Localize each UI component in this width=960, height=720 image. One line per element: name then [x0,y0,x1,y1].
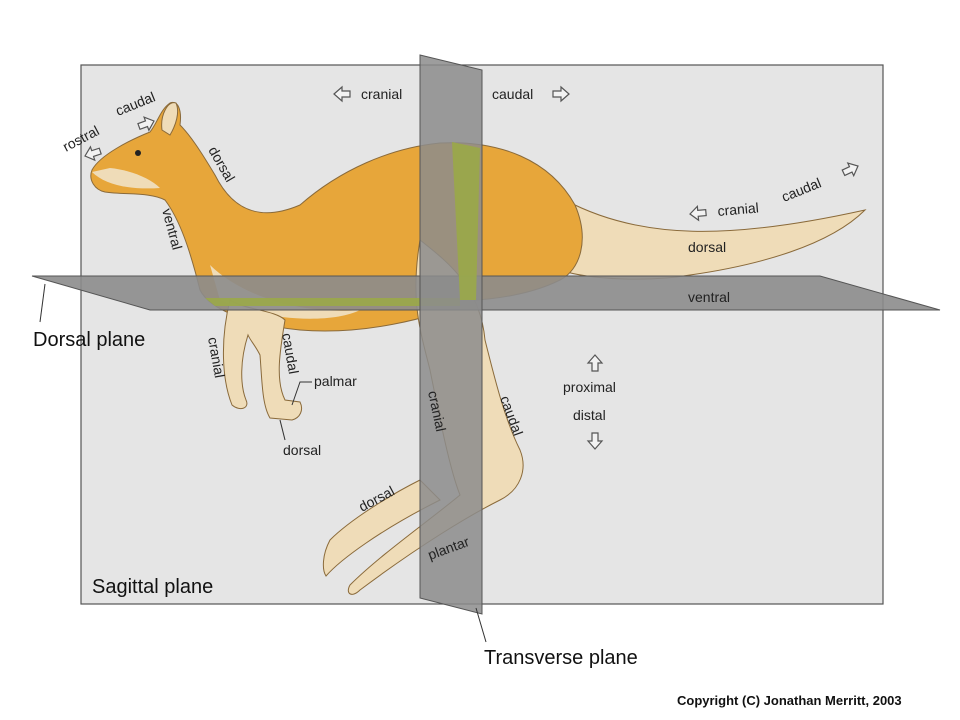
dorsal-plane-overlap [205,298,460,306]
palmar-pointer [291,381,312,406]
label-foreleg-caudal: caudal [279,332,302,375]
label-palmar: palmar [314,373,357,389]
copyright-notice: Copyright (C) Jonathan Merritt, 2003 [677,693,902,708]
kangaroo-hindfoot [322,479,441,577]
forepaw-dorsal-pointer [279,419,286,441]
label-sagittal-plane: Sagittal plane [92,576,213,598]
label-proximal: proximal [563,379,616,395]
kangaroo-ear [161,102,179,136]
transverse-plane [419,54,483,615]
label-transverse-plane: Transverse plane [484,647,638,669]
kangaroo-foreleg [222,299,303,421]
label-forepaw-dorsal: dorsal [283,442,321,458]
label-top-cranial: cranial [361,86,402,102]
dorsal-plane-pointer [39,283,46,323]
label-foreleg-cranial: cranial [205,336,228,379]
transverse-plane-pointer [475,607,487,643]
label-top-caudal: caudal [492,86,533,102]
label-tail-cranial: cranial [717,199,759,219]
dorsal-plane [31,275,941,311]
label-distal: distal [573,407,606,423]
kangaroo-face-highlight [92,168,160,189]
label-tail-dorsal: dorsal [688,239,726,255]
label-dorsal-plane: Dorsal plane [33,329,145,351]
kangaroo-eye [135,150,141,156]
label-tail-ventral: ventral [688,289,730,305]
transverse-plane-overlap [452,142,480,300]
